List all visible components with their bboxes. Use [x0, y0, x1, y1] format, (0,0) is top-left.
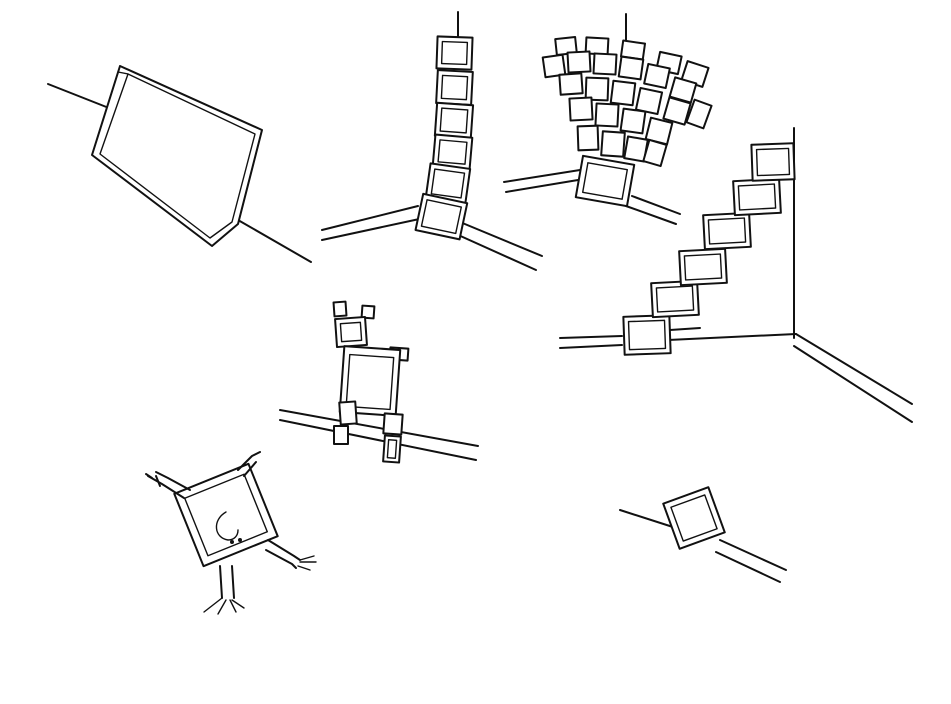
frame-robot-figure: [279, 300, 479, 464]
small-frame-on-slope: [619, 486, 787, 583]
frame-staircase: [559, 127, 913, 423]
stacked-frames-column: [321, 11, 543, 271]
frame-creature-handstand: [145, 451, 317, 615]
frame-chandelier: [503, 13, 713, 225]
leaning-frame-on-slope: [47, 65, 312, 263]
